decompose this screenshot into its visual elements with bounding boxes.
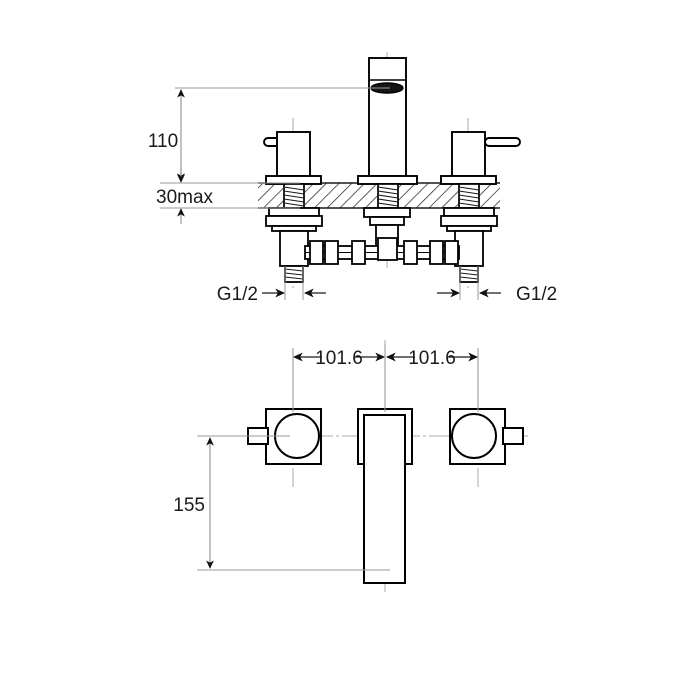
left-handle-assembly [263, 131, 322, 185]
right-inlet-thread-detail [459, 268, 479, 280]
left-inlet-thread-detail [284, 268, 304, 280]
plan-right-lever-stub [502, 427, 524, 445]
left-handle-body [276, 131, 311, 177]
plan-right-handle-circle [451, 413, 497, 459]
dim-label-1016-right: 101.6 [408, 348, 456, 369]
thread-callout-right: G1/2 [437, 266, 557, 305]
dim-label-30max: 30max [156, 187, 214, 208]
right-lever-arm [484, 137, 521, 147]
right-underdeck-clamp [440, 207, 498, 232]
dimension-group-elevation: 110 30max [148, 87, 390, 224]
spout-column [368, 57, 407, 177]
hex-nut-6 [444, 240, 459, 265]
plan-spout [357, 408, 413, 584]
dim-label-155: 155 [173, 495, 205, 516]
plan-view: 101.6 101.6 155 [173, 340, 528, 595]
manifold-tee [377, 237, 398, 261]
left-shank-thread-upper [283, 183, 305, 209]
plan-right-escutcheon [449, 408, 524, 465]
manifold-hex-nuts [309, 240, 459, 265]
right-handle-assembly [440, 131, 521, 185]
dim-label-1016-left: 101.6 [315, 348, 363, 369]
hex-nut-2 [324, 240, 339, 265]
spout-shank-thread-upper [377, 183, 399, 209]
dim-label-g12-left: G1/2 [217, 284, 258, 305]
hex-nut-5 [429, 240, 444, 265]
spout-base-flange [357, 175, 418, 185]
dimension-group-projection: 155 [173, 435, 390, 571]
right-shank-thread-upper [458, 183, 480, 209]
dim-label-g12-right: G1/2 [516, 284, 557, 305]
dimension-group-spacing: 101.6 101.6 [292, 344, 479, 412]
hex-nut-4 [403, 240, 418, 265]
spout-assembly [357, 57, 418, 185]
left-underdeck-clamp [265, 207, 323, 232]
thread-callout-left: G1/2 [217, 266, 326, 305]
plan-spout-body [363, 414, 406, 584]
elevation-view: 110 30max G1/2 G1/2 [148, 52, 557, 305]
right-handle-body [451, 131, 486, 177]
hex-nut-1 [309, 240, 324, 265]
dim-label-110: 110 [148, 131, 178, 152]
hex-nut-3 [351, 240, 366, 265]
right-escutcheon [440, 175, 497, 185]
